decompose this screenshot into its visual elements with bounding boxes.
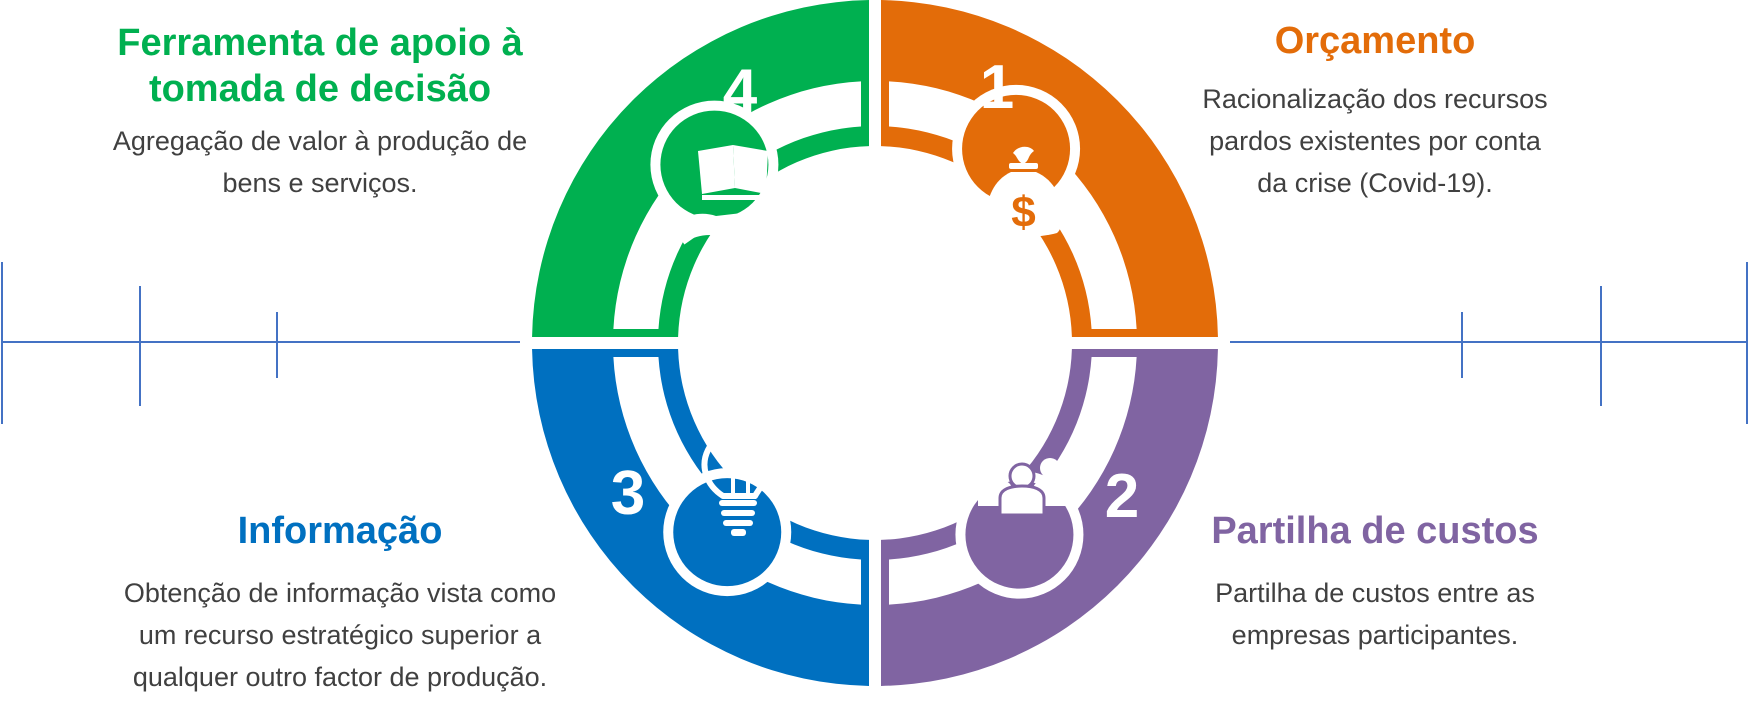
segment-3-text: Informação Obtenção de informação vista … — [40, 508, 640, 698]
segment-3-title: Informação — [237, 510, 443, 552]
segment-4-text: Ferramenta de apoio à tomada de decisão … — [40, 20, 600, 204]
segment-4-title-line: tomada de decisão — [148, 68, 492, 110]
segment-2-description-line: empresas participantes. — [1231, 620, 1519, 650]
segment-1-number: 1 — [980, 53, 1014, 122]
people-group-icon — [978, 458, 1067, 517]
segment-3-description-line: Obtenção de informação vista como — [123, 578, 557, 608]
segment-4-number: 4 — [723, 57, 758, 126]
right-timeline — [1230, 262, 1748, 424]
icon-badge — [965, 480, 1074, 589]
segment-4-description-line: bens e serviços. — [222, 168, 418, 198]
book-in-hand-icon — [671, 145, 781, 245]
svg-text:$: $ — [1011, 188, 1035, 237]
segment-4-description-line: Agregação de valor à produção de — [112, 126, 528, 156]
segment-1-text: Orçamento Racionalização dos recursos pa… — [1150, 18, 1600, 204]
icon-badge — [962, 94, 1071, 203]
segment-3-description: Obtenção de informação vista como um rec… — [40, 572, 640, 698]
segment-1-description: Racionalização dos recursos pardos exist… — [1150, 78, 1600, 204]
segment-2-text: Partilha de custos Partilha de custos en… — [1150, 508, 1600, 656]
segment-3-description-line: um recurso estratégico superior a — [138, 620, 542, 650]
segment-2-quadrant — [881, 349, 1218, 686]
segment-2-title: Partilha de custos — [1211, 510, 1539, 552]
segment-2-description: Partilha de custos entre as empresas par… — [1150, 572, 1600, 656]
segment-1-description-line: pardos existentes por conta — [1209, 126, 1541, 156]
money-bag-icon: $ — [986, 146, 1063, 237]
lightbulb-icon — [701, 429, 774, 536]
segment-1-title: Orçamento — [1274, 20, 1476, 62]
segment-3-number: 3 — [611, 459, 645, 528]
segment-3-quadrant — [532, 349, 869, 686]
segment-1-description-line: da crise (Covid-19). — [1257, 168, 1493, 198]
segment-2-description-line: Partilha de custos entre as — [1215, 578, 1535, 608]
segment-4-title-line: Ferramenta de apoio à — [117, 22, 523, 64]
segment-3-description-line: qualquer outro factor de produção. — [132, 662, 548, 692]
segment-1-description-line: Racionalização dos recursos — [1202, 84, 1548, 114]
segment-4-title: Ferramenta de apoio à tomada de decisão — [40, 20, 600, 112]
segment-4-description: Agregação de valor à produção de bens e … — [40, 120, 600, 204]
left-timeline — [1, 262, 520, 424]
segment-2-number: 2 — [1105, 462, 1139, 531]
